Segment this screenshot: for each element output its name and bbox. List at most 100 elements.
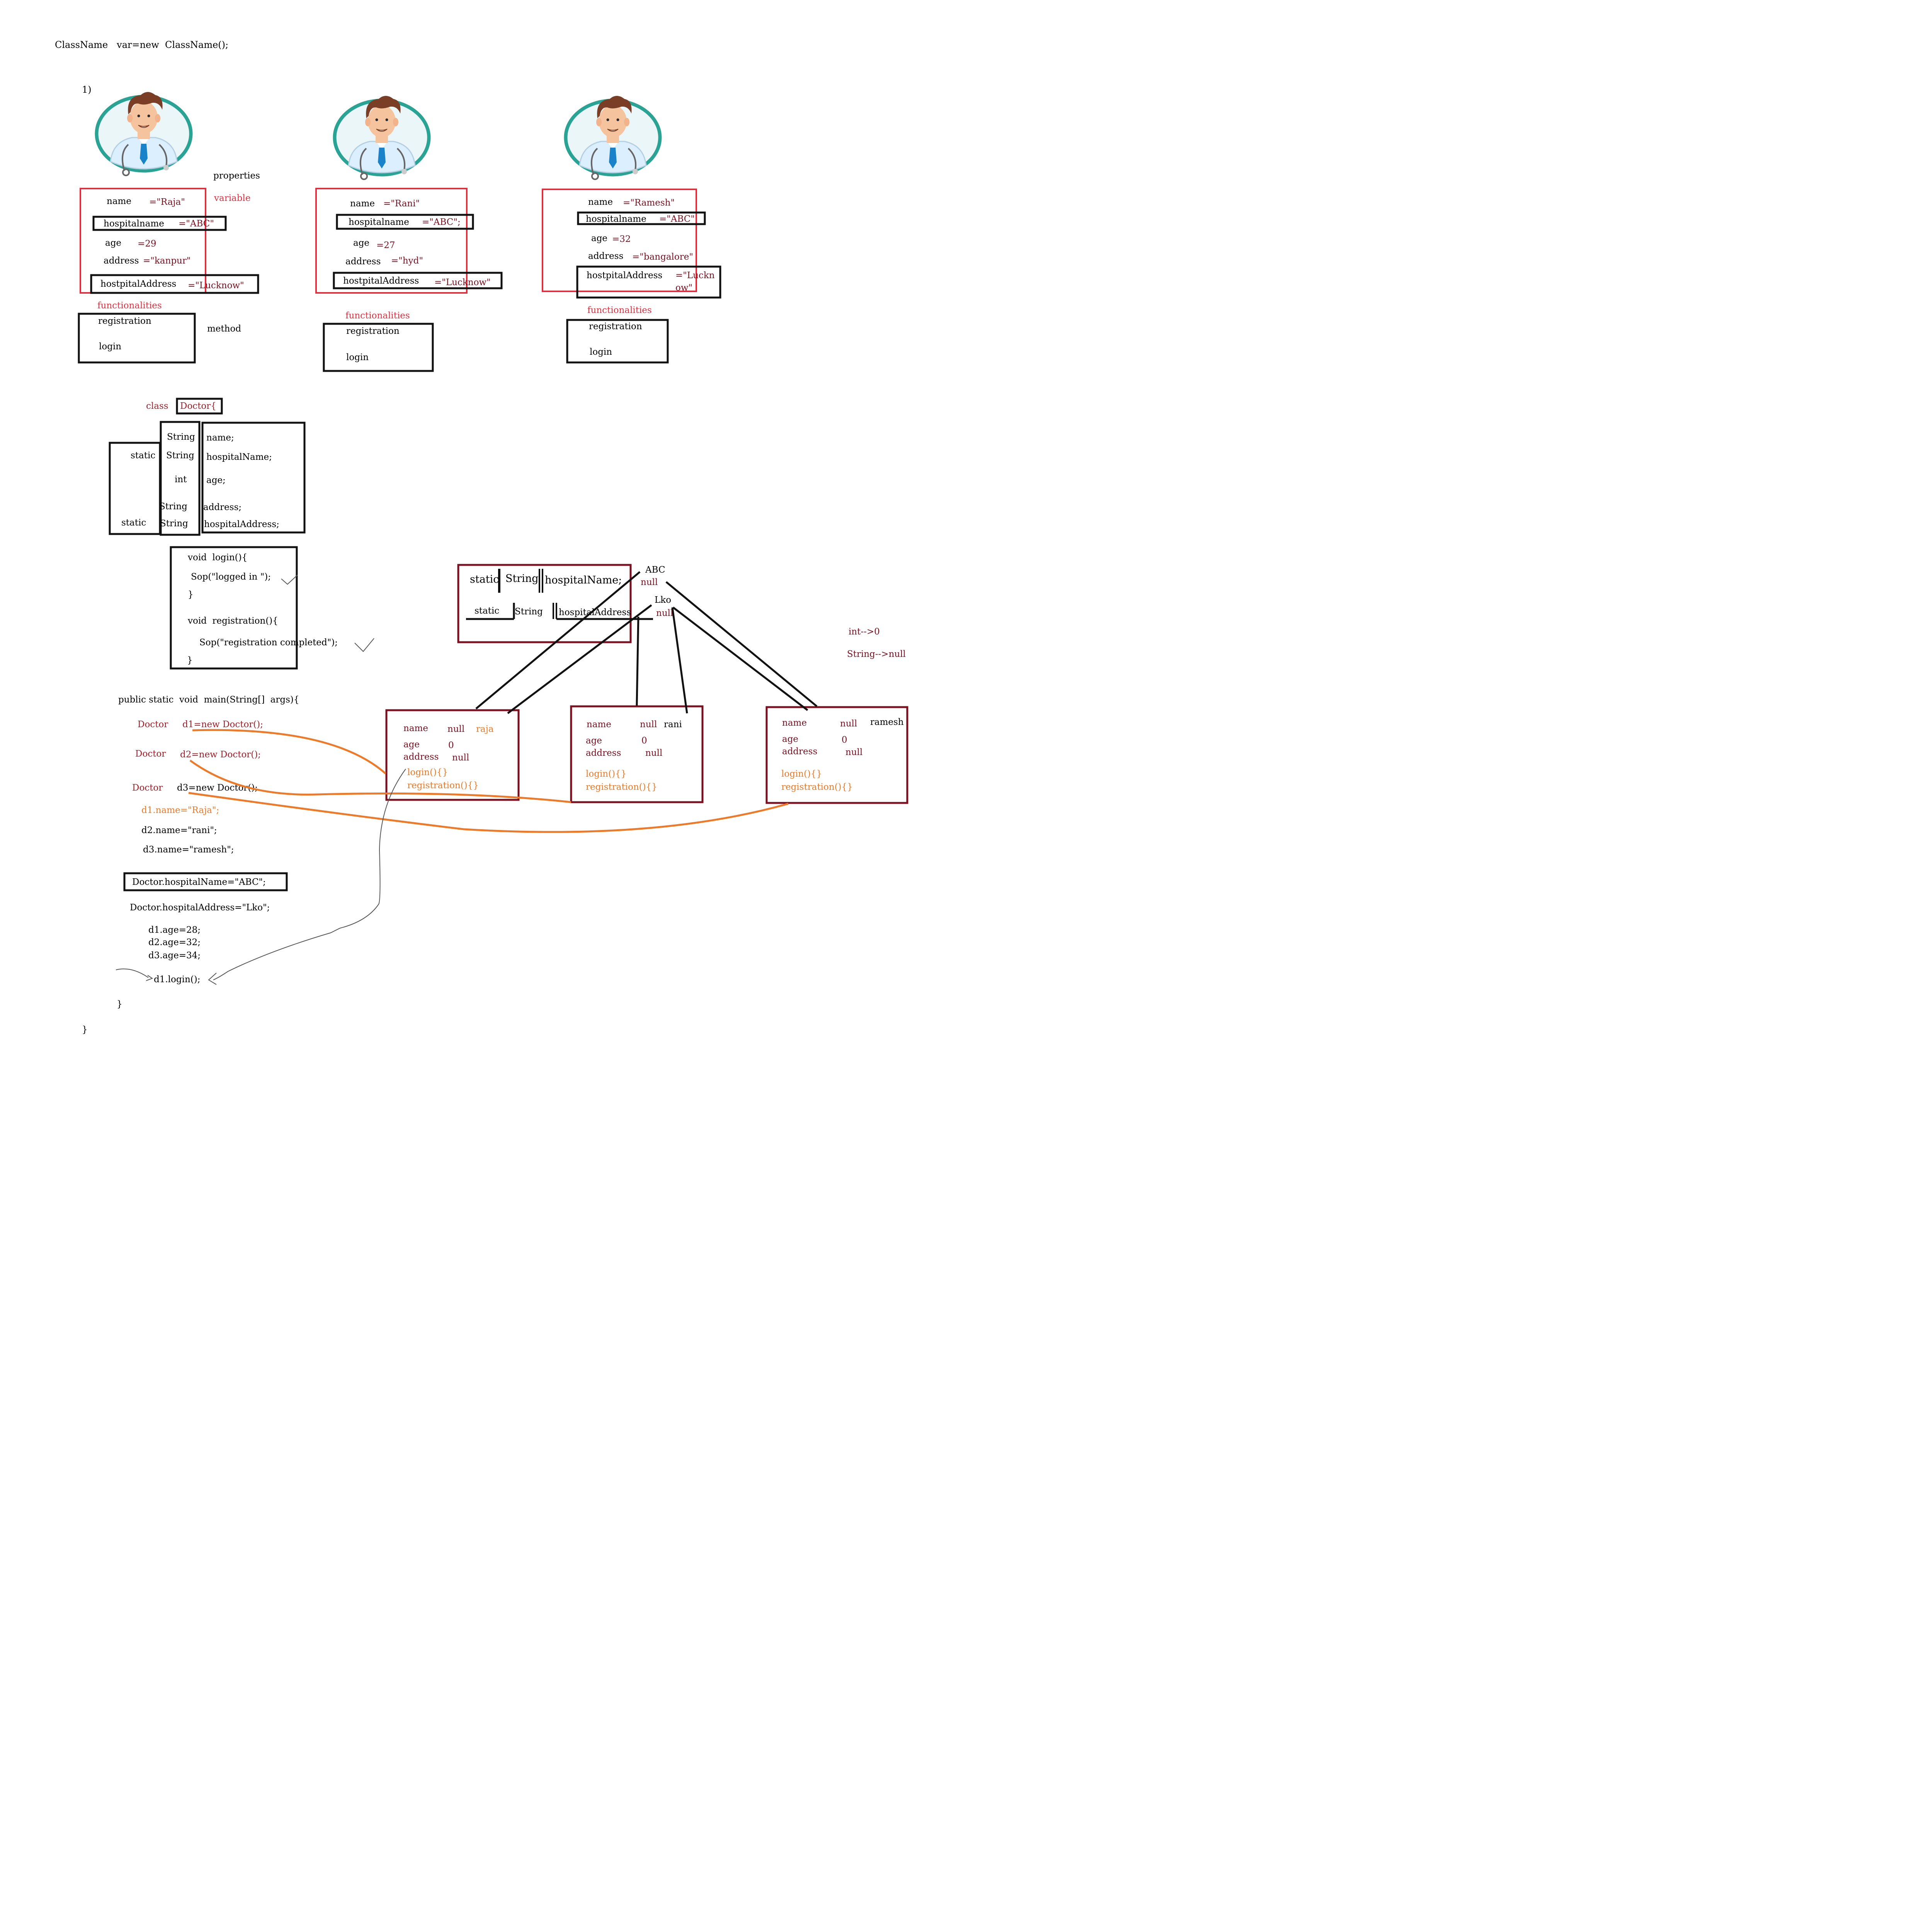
- prop-haddr-val: ="Lucknow": [188, 281, 244, 291]
- prop-hospital-val: ="ABC": [659, 214, 695, 224]
- obj-registration-method: registration(){}: [781, 782, 853, 792]
- obj-registration-method: registration(){}: [586, 782, 657, 792]
- static-value-lko: Lko: [655, 595, 671, 605]
- methods-box: [566, 319, 669, 364]
- decl-type: Doctor: [135, 749, 166, 759]
- hospital-name-assign: Doctor.hospitalName="ABC";: [132, 877, 266, 887]
- prop-age-key: age: [105, 238, 121, 248]
- methods-box: [78, 313, 196, 364]
- login-signature: void login(){: [187, 553, 247, 563]
- d2-age-assign: d2.age=32;: [148, 937, 201, 947]
- obj-name-key: name: [403, 723, 428, 733]
- main-close-brace: }: [117, 999, 122, 1009]
- class-name: Doctor{: [180, 401, 216, 411]
- doctor-card-raja: name ="Raja" hospitalname ="ABC" age =29…: [78, 188, 259, 364]
- obj-login-method: login(){}: [407, 767, 448, 777]
- prop-hospital-val: ="ABC": [179, 219, 214, 229]
- prop-hospital-key: hospitalname: [104, 219, 164, 229]
- prop-age-val: =27: [376, 240, 395, 250]
- prop-haddr-val: ="Luckn: [675, 270, 715, 281]
- field-type: String: [160, 519, 188, 529]
- variable-label: variable: [214, 193, 250, 203]
- prop-hospital-val: ="ABC";: [422, 217, 461, 227]
- prop-name-key: name: [107, 196, 131, 206]
- obj-name-key: name: [587, 719, 611, 730]
- prop-hospital-key: hospitalname: [586, 214, 646, 224]
- static-modifier: static: [474, 606, 499, 616]
- prop-name-val: ="Raja": [149, 197, 185, 207]
- field-type: String: [166, 451, 194, 461]
- brace-close: }: [188, 590, 194, 600]
- login-call-tail: [116, 968, 149, 978]
- prop-haddr-key: hostpitalAddress: [343, 276, 419, 286]
- reference-line: [475, 571, 641, 709]
- obj-address-val: null: [452, 753, 469, 763]
- method-label: method: [207, 324, 241, 334]
- static-field: hospitalName;: [545, 574, 622, 586]
- field-type: int: [175, 474, 187, 485]
- registration-signature: void registration(){: [187, 616, 278, 626]
- field-type: String: [159, 502, 187, 512]
- obj-name-key: name: [782, 718, 807, 728]
- field-name: age;: [206, 475, 226, 485]
- functionalities-label: functionalities: [587, 305, 652, 315]
- doctor-avatar-icon: [97, 92, 191, 175]
- method-login: login: [99, 342, 121, 352]
- step-label: 1): [82, 84, 92, 95]
- field-column-box: [201, 422, 306, 534]
- method-registration: registration: [346, 326, 400, 336]
- d1-reference-curve: [192, 729, 386, 774]
- obj-age-val: 0: [842, 735, 847, 745]
- doctor-card-ramesh: name ="Ramesh" hospitalname ="ABC" age =…: [542, 189, 721, 364]
- methods-block: void login(){ Sop("logged in "); } void …: [170, 546, 374, 670]
- d2-declaration: d2=new Doctor();: [180, 750, 261, 760]
- login-call-arrow: [116, 769, 406, 985]
- obj-address-key: address: [586, 748, 621, 758]
- login-body: Sop("logged in ");: [191, 572, 271, 582]
- prop-age-key: age: [353, 238, 369, 248]
- haddr-highlight-box: [333, 272, 503, 289]
- static-value-abc: ABC: [645, 565, 665, 575]
- hospital-address-assign: Doctor.hospitalAddress="Lko";: [130, 903, 270, 913]
- heap-object-d2: name null rani age 0 address null login(…: [570, 705, 704, 803]
- decl-type: Doctor: [132, 783, 163, 793]
- obj-login-method: login(){}: [781, 769, 822, 779]
- obj-name-val: raja: [476, 724, 494, 734]
- d3-name-assign: d3.name="ramesh";: [143, 845, 234, 855]
- obj-age-key: age: [403, 740, 420, 750]
- properties-box: [542, 189, 697, 292]
- heap-object-d3: name null ramesh age 0 address null logi…: [765, 706, 908, 804]
- object-box: [385, 709, 520, 801]
- obj-address-val: null: [845, 747, 862, 757]
- static-type: String: [505, 573, 539, 585]
- check-mark-icon: [354, 638, 374, 652]
- functionalities-label: functionalities: [97, 301, 162, 311]
- d1-declaration: d1=new Doctor();: [182, 719, 263, 730]
- d1-name-assign: d1.name="Raja";: [141, 805, 219, 815]
- obj-login-method: login(){}: [586, 769, 626, 779]
- prop-name-key: name: [588, 197, 613, 207]
- prop-name-val: ="Rani": [383, 199, 420, 209]
- obj-age-val: 0: [448, 740, 454, 750]
- field-name: hospitalAddress;: [204, 519, 279, 529]
- prop-name-key: name: [350, 199, 375, 209]
- reference-line: [672, 607, 808, 711]
- class-definition: class Doctor{ static static String Strin…: [109, 398, 306, 536]
- hospital-highlight-box: [92, 216, 227, 231]
- class-name-box: [176, 398, 223, 415]
- prop-hospital-key: hospitalname: [349, 217, 409, 227]
- prop-address-val: ="hyd": [391, 256, 423, 266]
- main-method: public static void main(String[] args){ …: [82, 695, 299, 1035]
- field-name: hospitalName;: [206, 452, 272, 462]
- prop-address-key: address: [345, 257, 381, 267]
- class-keyword: class: [146, 401, 168, 411]
- prop-address-key: address: [588, 251, 623, 261]
- prop-haddr-val: ="Lucknow": [434, 277, 491, 287]
- static-area: static String hospitalName; static Strin…: [457, 564, 673, 643]
- static-value-null: null: [641, 577, 658, 587]
- class-close-brace: }: [82, 1025, 88, 1035]
- methods-box: [170, 546, 298, 670]
- doctor-avatar-icon: [566, 96, 660, 179]
- heap-object-d1: name null raja age 0 address null login(…: [385, 709, 520, 801]
